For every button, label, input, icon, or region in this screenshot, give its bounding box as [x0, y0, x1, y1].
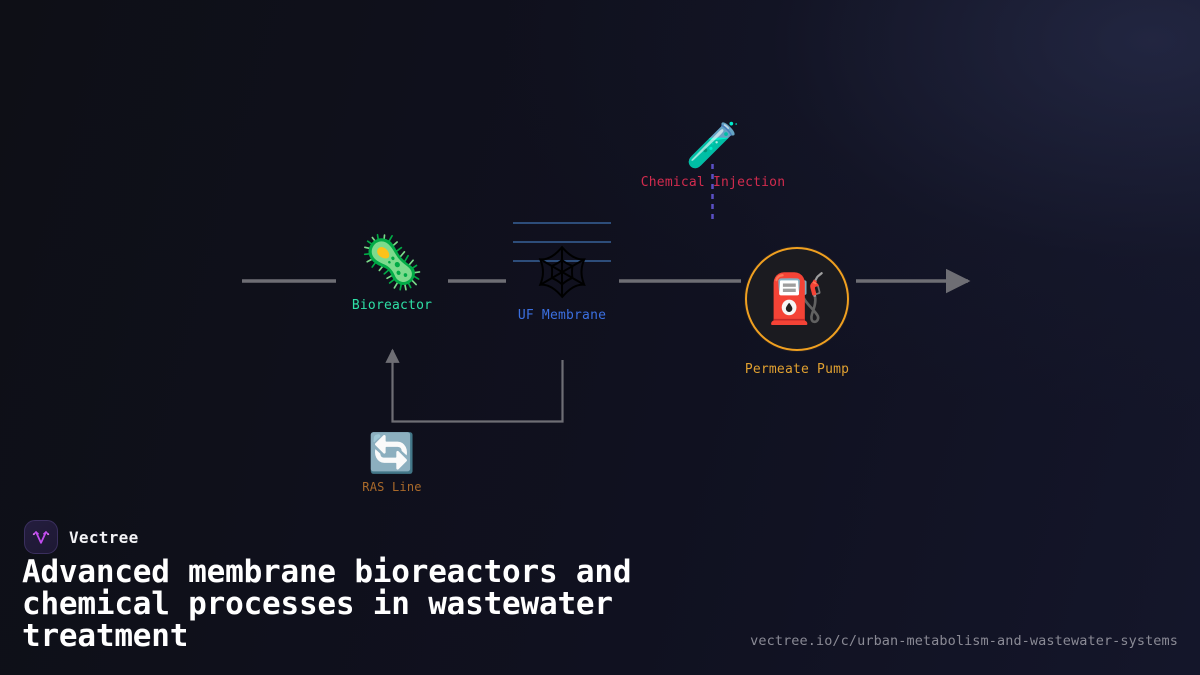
edge-ras-recycle-loop — [385, 348, 564, 423]
fuel-pump-icon: ⛽ — [767, 271, 827, 327]
node-ras-line-label: RAS Line — [362, 480, 422, 494]
node-uf-membrane[interactable]: 🕸 UF Membrane — [457, 247, 667, 323]
diagram-connectors — [242, 164, 971, 423]
site-url: vectree.io/c/urban-metabolism-and-wastew… — [750, 633, 1178, 649]
pump-ring: ⛽ — [745, 247, 849, 351]
node-permeate-pump[interactable]: ⛽ Permeate Pump — [692, 247, 902, 377]
membrane-layer-lines — [513, 222, 611, 264]
test-tube-icon: 🧪 — [685, 120, 741, 171]
node-bioreactor-label: Bioreactor — [351, 298, 433, 313]
brand[interactable]: Vectree — [24, 520, 139, 554]
node-uf-membrane-label: UF Membrane — [517, 308, 607, 323]
vectree-logo-icon — [24, 520, 58, 554]
brand-name: Vectree — [69, 527, 139, 547]
node-ras-line[interactable]: 🔄 RAS Line — [287, 434, 497, 494]
node-bioreactor[interactable]: 🦠 Bioreactor — [287, 237, 497, 313]
node-chemical-injection-label: Chemical Injection — [640, 175, 786, 190]
microbe-icon: 🦠 — [359, 233, 425, 293]
page-title: Advanced membrane bioreactors and chemic… — [22, 554, 650, 654]
footer: Vectree Advanced membrane bioreactors an… — [0, 510, 1200, 675]
membrane-layer-line — [513, 241, 611, 243]
spider-web-icon: 🕸 — [528, 243, 595, 303]
process-flow-diagram: 🦠 Bioreactor 🕸 UF Membrane ⛽ Permeate Pu… — [242, 120, 971, 494]
node-chemical-injection[interactable]: 🧪 Chemical Injection — [608, 120, 818, 191]
membrane-layer-line — [513, 222, 611, 224]
recycle-arrows-icon: 🔄 — [368, 431, 416, 475]
node-permeate-pump-label: Permeate Pump — [744, 362, 850, 377]
membrane-layer-line — [513, 260, 611, 262]
